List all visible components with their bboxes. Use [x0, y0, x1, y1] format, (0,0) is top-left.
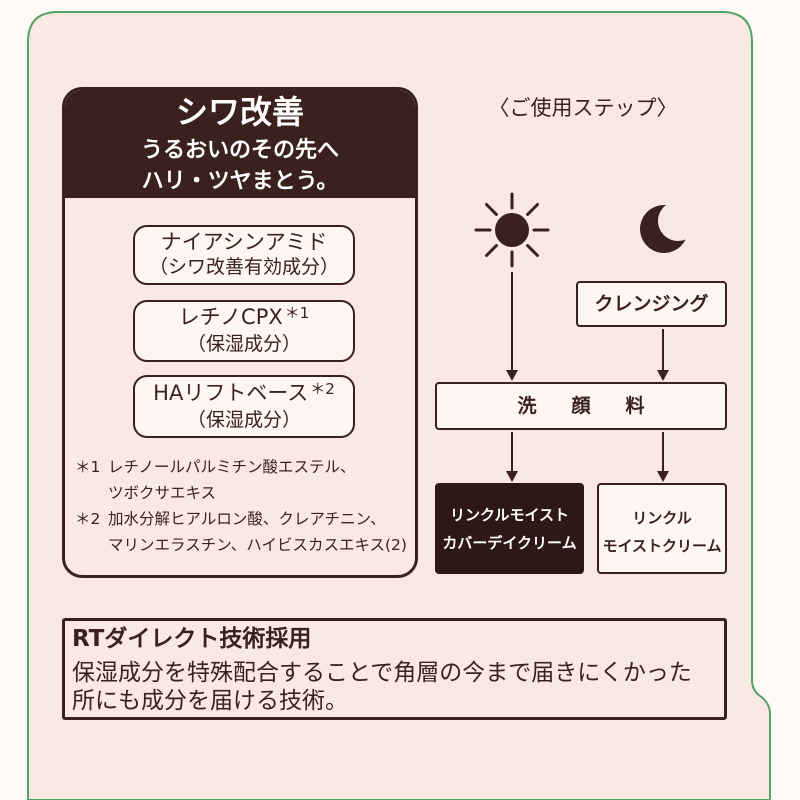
footnote-mark: ＊2 — [310, 379, 335, 398]
ingredient-name: HAリフトベース＊2 — [153, 379, 335, 408]
arrow-wash-to-day-cream — [506, 432, 518, 482]
footnote-line: 加水分解ヒアルロン酸、クレアチニン、 — [108, 510, 386, 528]
frame-outline — [27, 11, 771, 800]
rt-technology-title: RTダイレクト技術採用 — [72, 626, 312, 652]
day-cream-label-line-1: リンクルモイスト — [449, 505, 570, 524]
ingredient-name: ナイアシンアミド — [161, 230, 328, 255]
wrinkle-care-panel: シワ改善 うるおいのその先へ ハリ・ツヤまとう。 ナイアシンアミド （シワ改善有… — [62, 87, 418, 578]
panel-tagline-line-1: うるおいのその先へ — [140, 137, 339, 163]
ingredient-badge: ナイアシンアミド （シワ改善有効成分） — [133, 225, 355, 285]
footnote-mark: ＊1 — [284, 304, 310, 322]
panel-header: シワ改善 うるおいのその先へ ハリ・ツヤまとう。 — [65, 90, 415, 198]
footnote-mark: ＊2 — [75, 510, 101, 528]
ingredient-badge: HAリフトベース＊2 （保湿成分） — [133, 375, 355, 438]
night-cream-label-line-1: リンクル — [632, 508, 692, 527]
arrow-wash-to-night-cream — [657, 432, 669, 482]
rt-technology-body-line-1: 保湿成分を特殊配合することで角層の今まで届きにくかった — [72, 660, 692, 686]
ingredient-name-text: レチノCPX — [178, 305, 283, 329]
arrow-cleansing-to-wash — [657, 329, 669, 381]
step-cleansing-label: クレンジング — [594, 293, 709, 315]
footnote-1: ＊1 レチノールパルミチン酸エステル、 ツボクサエキス — [75, 454, 410, 506]
step-cleansing: クレンジング — [576, 281, 727, 327]
sun-icon — [474, 192, 550, 268]
arrow-day-to-wash — [506, 272, 518, 381]
rt-technology-body-line-2: 所にも成分を届ける技術。 — [72, 688, 348, 714]
day-cream-label-line-2: カバーデイクリーム — [442, 533, 577, 552]
step-face-wash: 洗顔料 — [435, 382, 727, 430]
step-day-cream: リンクルモイスト カバーデイクリーム — [435, 483, 584, 574]
panel-title: シワ改善 — [175, 93, 304, 131]
footnote-line: レチノールパルミチン酸エステル、 — [108, 458, 356, 476]
footnote-2: ＊2 加水分解ヒアルロン酸、クレアチニン、 マリンエラスチン、ハイビスカスエキス… — [75, 506, 410, 558]
ingredient-note: （保湿成分） — [186, 408, 301, 431]
footnotes: ＊1 レチノールパルミチン酸エステル、 ツボクサエキス ＊2 加水分解ヒアルロン… — [75, 454, 410, 558]
ingredient-name: レチノCPX＊1 — [178, 304, 310, 332]
ingredient-note: （シワ改善有効成分） — [148, 256, 339, 278]
footnote-mark: ＊1 — [75, 458, 101, 476]
footnote-line: マリンエラスチン、ハイビスカスエキス(2) — [108, 536, 407, 554]
ingredient-note: （保湿成分） — [186, 333, 301, 355]
panel-tagline-line-2: ハリ・ツヤまとう。 — [141, 168, 339, 194]
usage-steps-heading: 〈ご使用ステップ〉 — [488, 96, 678, 120]
ingredient-badge: レチノCPX＊1 （保湿成分） — [133, 300, 355, 362]
rt-technology-box: RTダイレクト技術採用 保湿成分を特殊配合することで角層の今まで届きにくかった … — [62, 618, 727, 720]
ingredient-name-text: HAリフトベース — [153, 380, 309, 405]
night-cream-label-line-2: モイストクリーム — [602, 536, 722, 555]
step-night-cream: リンクル モイストクリーム — [597, 483, 727, 574]
moon-icon — [640, 204, 686, 253]
footnote-line: ツボクサエキス — [108, 484, 217, 502]
ingredient-name-text: ナイアシンアミド — [160, 230, 328, 254]
step-face-wash-label: 洗顔料 — [517, 395, 680, 417]
